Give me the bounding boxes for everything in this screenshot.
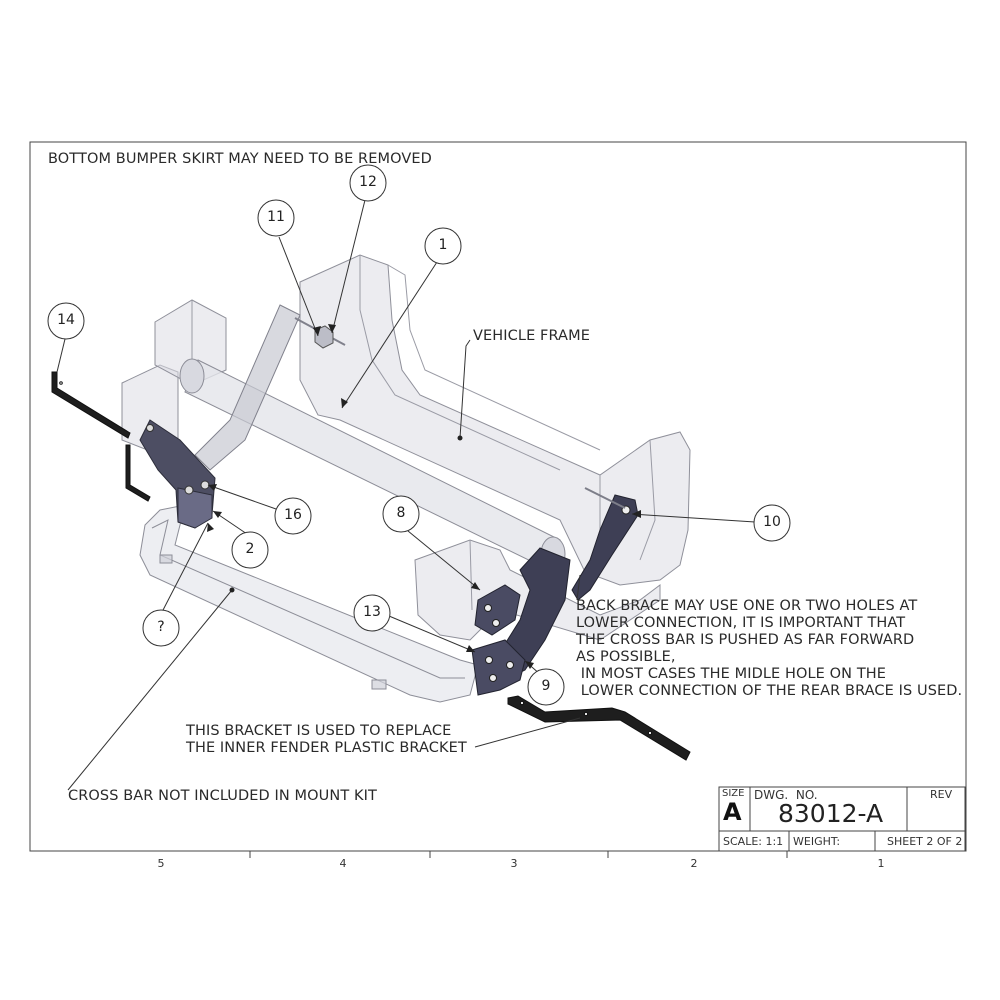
zone-3: 3 bbox=[510, 857, 518, 870]
note-bracket: THIS BRACKET IS USED TO REPLACE THE INNE… bbox=[186, 723, 467, 757]
note-vehicle-frame: VEHICLE FRAME bbox=[473, 328, 590, 344]
back-brace-line-1: BACK BRACE MAY USE ONE OR TWO HOLES AT bbox=[576, 598, 918, 614]
sheet-border bbox=[29, 141, 967, 852]
balloon-label-8: 8 bbox=[396, 505, 406, 521]
balloon-12 bbox=[349, 164, 387, 202]
zone-ticks bbox=[249, 851, 788, 858]
balloon-10 bbox=[753, 504, 791, 542]
balloon-2 bbox=[231, 531, 269, 569]
leader-lines bbox=[56, 199, 756, 791]
leader-arrowheads bbox=[207, 324, 641, 669]
zone-4: 4 bbox=[339, 857, 347, 870]
note-back-brace: BACK BRACE MAY USE ONE OR TWO HOLES AT L… bbox=[576, 598, 962, 700]
dwg-number: 83012-A bbox=[778, 799, 884, 828]
sheet-label: SHEET 2 OF 2 bbox=[887, 835, 963, 848]
zone-2: 2 bbox=[690, 857, 698, 870]
size-label: SIZE bbox=[722, 788, 745, 799]
weight-label: WEIGHT: bbox=[793, 835, 841, 848]
bracket-line-1: THIS BRACKET IS USED TO REPLACE bbox=[186, 723, 452, 739]
back-brace-line-6: LOWER CONNECTION OF THE REAR BRACE IS US… bbox=[576, 683, 963, 699]
balloon-16 bbox=[274, 497, 312, 535]
zone-1: 1 bbox=[877, 857, 885, 870]
balloon-13 bbox=[353, 594, 391, 632]
back-brace-line-4: AS POSSIBLE, bbox=[576, 649, 676, 665]
back-brace bbox=[571, 487, 639, 601]
balloon-label-1: 1 bbox=[438, 237, 448, 253]
back-brace-line-2: LOWER CONNECTION, IT IS IMPORTANT THAT bbox=[576, 615, 906, 631]
note-cross-bar: CROSS BAR NOT INCLUDED IN MOUNT KIT bbox=[68, 788, 377, 804]
balloon-question bbox=[142, 609, 180, 647]
balloon-label-13: 13 bbox=[363, 604, 381, 620]
frame-edges bbox=[191, 255, 656, 611]
left-bracket bbox=[139, 419, 216, 529]
size-value: A bbox=[723, 798, 742, 826]
cross-tube bbox=[179, 358, 566, 572]
rev-label: REV bbox=[930, 788, 953, 801]
balloon-label-10: 10 bbox=[763, 514, 781, 530]
right-bracket-assembly bbox=[471, 547, 571, 696]
balloon-label-9: 9 bbox=[541, 678, 551, 694]
nut-11-12 bbox=[314, 325, 334, 349]
balloon-11 bbox=[257, 199, 295, 237]
balloon-label-12: 12 bbox=[359, 174, 377, 190]
balloon-label-14: 14 bbox=[57, 312, 75, 328]
fender-bracket bbox=[507, 695, 691, 761]
balloon-9 bbox=[527, 668, 565, 706]
dwg-label: DWG. NO. bbox=[754, 788, 818, 802]
balloons bbox=[47, 164, 791, 706]
balloon-14 bbox=[47, 302, 85, 340]
cross-bar bbox=[139, 504, 479, 703]
zone-5: 5 bbox=[157, 857, 165, 870]
note-bumper-skirt: BOTTOM BUMPER SKIRT MAY NEED TO BE REMOV… bbox=[48, 151, 432, 167]
bracket-line-2: THE INNER FENDER PLASTIC BRACKET bbox=[186, 740, 467, 756]
balloon-1 bbox=[424, 227, 462, 265]
balloon-8 bbox=[382, 495, 420, 533]
title-block bbox=[718, 786, 966, 852]
balloon-label-question: ? bbox=[157, 619, 165, 635]
scale-label: SCALE: 1:1 bbox=[723, 835, 784, 848]
balloon-label-16: 16 bbox=[284, 507, 302, 523]
balloon-label-2: 2 bbox=[245, 541, 255, 557]
back-brace-line-5: IN MOST CASES THE MIDLE HOLE ON THE bbox=[576, 666, 887, 682]
balloon-label-11: 11 bbox=[267, 209, 285, 225]
back-brace-line-3: THE CROSS BAR IS PUSHED AS FAR FORWARD bbox=[576, 632, 915, 648]
